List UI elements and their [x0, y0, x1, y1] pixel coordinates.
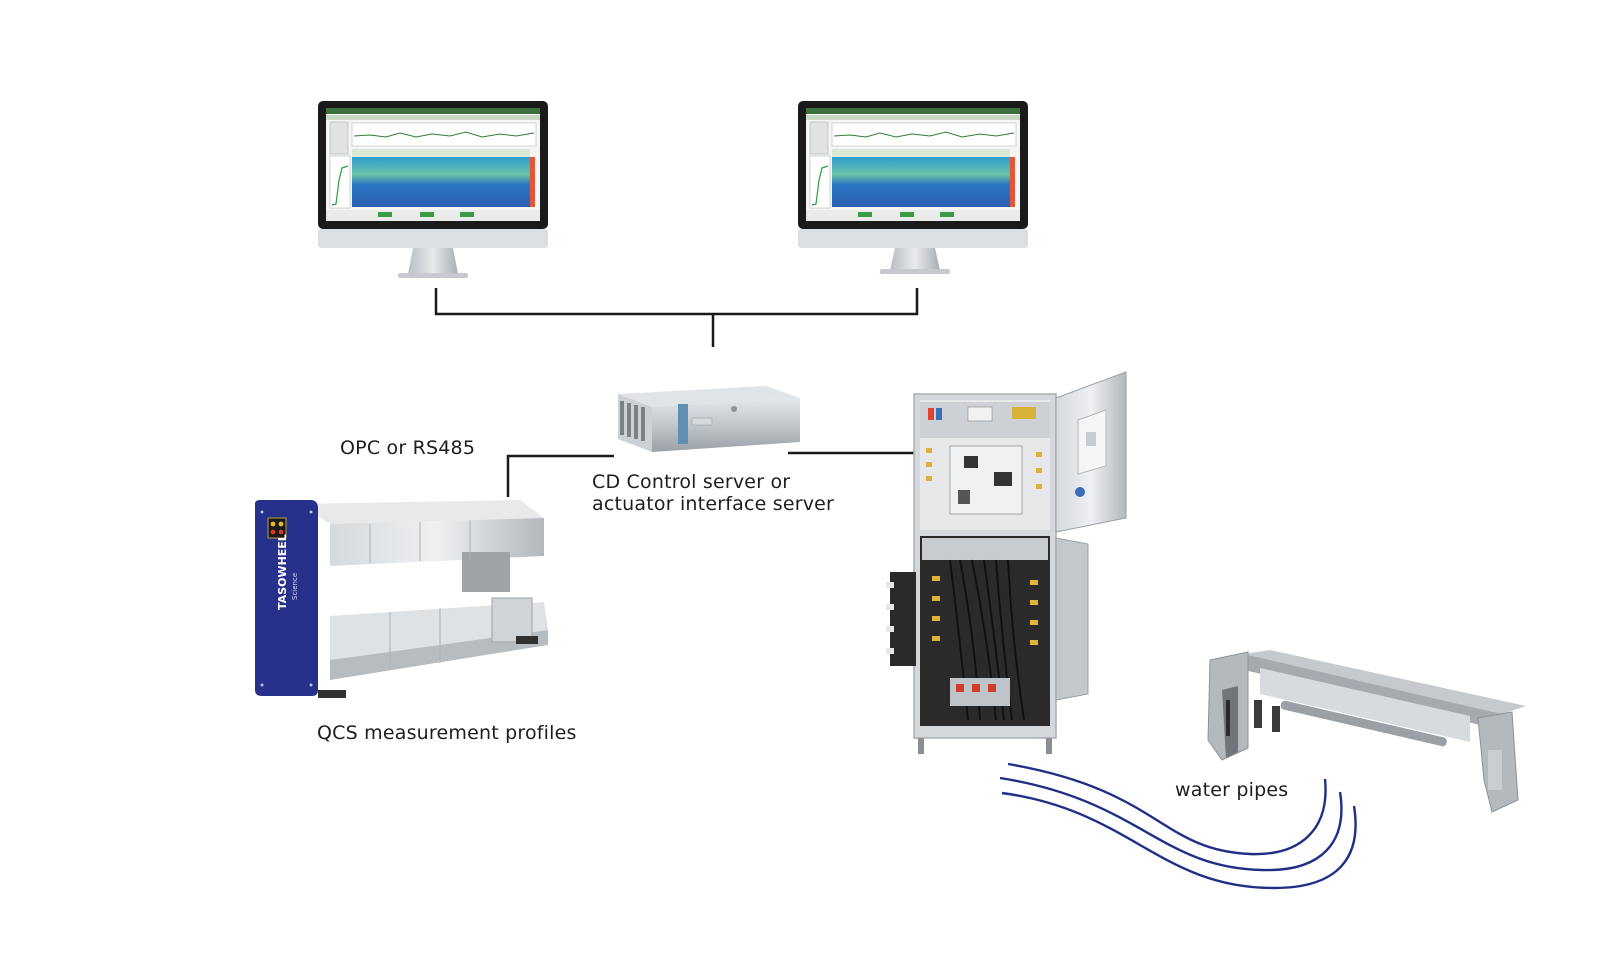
- label-server: CD Control server or actuator interface …: [592, 471, 834, 515]
- server-icon: [618, 386, 800, 452]
- label-server-line1: CD Control server or: [592, 471, 791, 493]
- monitors-bus-line: [434, 288, 919, 316]
- monitor-icon: [318, 101, 548, 278]
- monitor-left: [318, 101, 548, 278]
- label-qcs: QCS measurement profiles: [317, 722, 577, 744]
- scanner-logo-sub: Science: [291, 573, 299, 600]
- label-opc-rs485: OPC or RS485: [340, 437, 476, 459]
- cabinet-icon: [886, 371, 1127, 754]
- scanner-icon: TASOWHEEL Science: [255, 500, 548, 698]
- monitor-right: [798, 101, 1028, 274]
- monitor-icon: [798, 101, 1028, 274]
- water-pipe-1: [1007, 762, 1327, 856]
- connector-lines: [434, 288, 919, 497]
- actuator-beam-icon: [1207, 650, 1526, 813]
- label-water-pipes: water pipes: [1175, 779, 1289, 801]
- water-pipes: [999, 762, 1357, 890]
- water-pipe-2: [999, 776, 1343, 872]
- server-to-scanner-line: [506, 454, 614, 497]
- water-pipe-3: [1001, 791, 1357, 890]
- scanner-logo-text: TASOWHEEL: [276, 534, 289, 610]
- label-server-line2: actuator interface server: [592, 493, 835, 515]
